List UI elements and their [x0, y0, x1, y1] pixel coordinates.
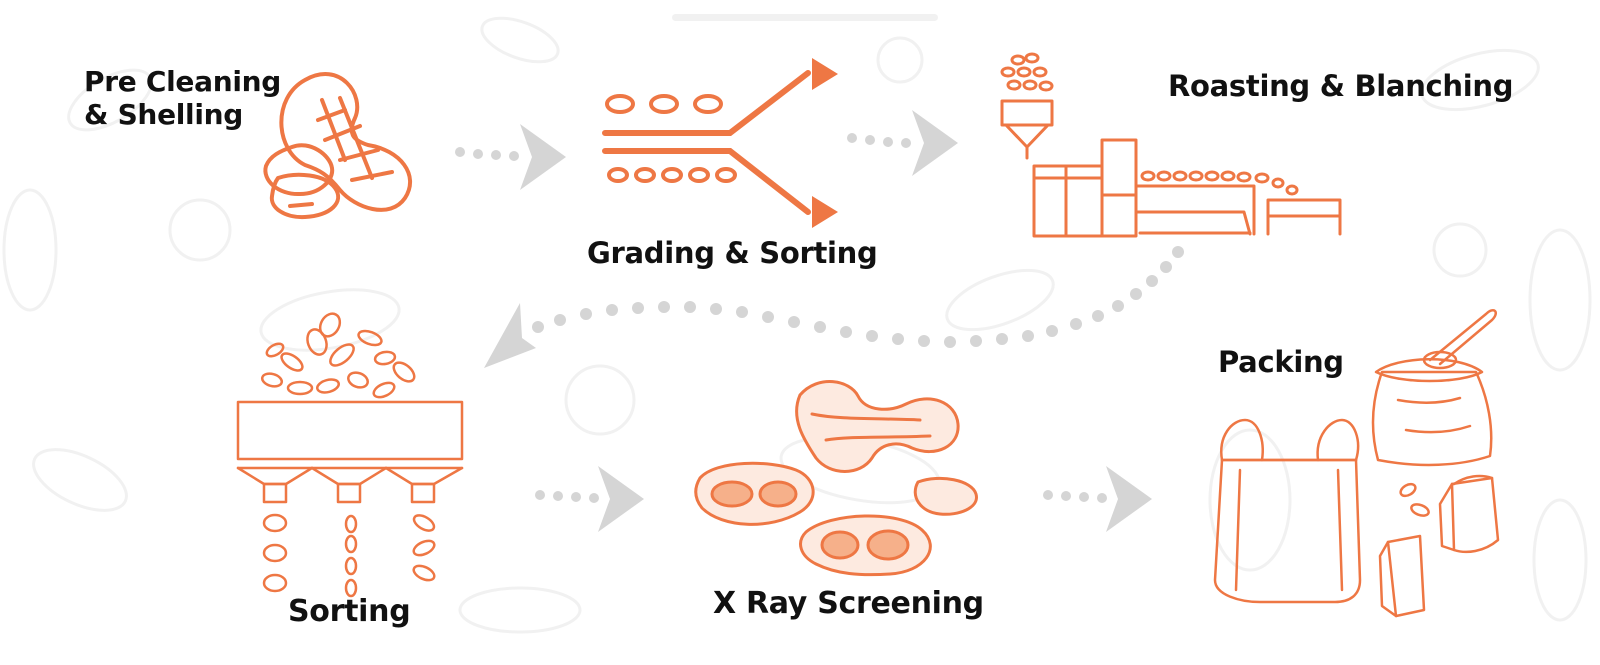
sorting-hopper-icon [236, 312, 464, 598]
flow-arrow-1 [455, 124, 566, 190]
peanut-pods-icon [694, 380, 978, 577]
step-label-grading-sorting: Grading & Sorting [587, 236, 878, 270]
step-label-packing: Packing [1218, 345, 1344, 379]
packing-bags-icon [1213, 309, 1500, 618]
shelled-peanut-icon [263, 72, 412, 220]
roasting-machine-icon [1000, 52, 1342, 238]
step-label-x-ray-screening: X Ray Screening [713, 586, 984, 621]
grading-split-icon [602, 58, 838, 228]
top-scroll-indicator [672, 14, 938, 21]
flow-arrow-2 [847, 110, 958, 176]
flow-arrow-4 [535, 466, 644, 532]
step-label-sorting: Sorting [288, 594, 411, 629]
step-label-roasting-blanching: Roasting & Blanching [1168, 69, 1514, 103]
flow-arrow-3 [484, 246, 1184, 368]
flow-arrow-5 [1043, 466, 1152, 532]
step-label-pre-cleaning: Pre Cleaning & Shelling [84, 65, 282, 132]
